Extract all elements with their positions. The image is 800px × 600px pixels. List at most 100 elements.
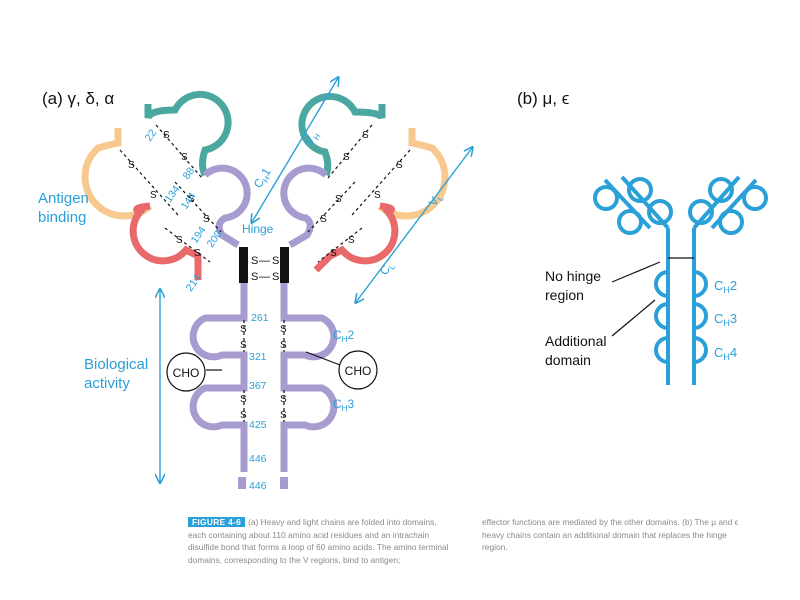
b-ch2-main: C — [714, 278, 723, 293]
additional-line2: domain — [545, 352, 591, 368]
s-label: S — [128, 160, 135, 171]
hinge-s-left: S — [251, 271, 258, 283]
panel-a-title: (a) γ, δ, α — [42, 89, 114, 108]
residue-321: 321 — [249, 351, 267, 363]
residue-88: 88 — [181, 165, 198, 182]
additional-line1: Additional — [545, 333, 607, 349]
mu-epsilon-antibody — [593, 175, 768, 385]
b-ch2-num: 2 — [730, 278, 737, 293]
s-label: S — [330, 248, 337, 259]
residue-144: 144 — [179, 190, 199, 211]
cho-right: CHO — [305, 350, 378, 390]
s-label: S — [203, 214, 210, 225]
s-label: S — [150, 190, 157, 201]
hinge-dash: — — [259, 271, 270, 283]
s-label: S — [194, 248, 201, 259]
b-ch4-loop-left — [654, 336, 669, 364]
additional-domain-callout — [611, 299, 656, 337]
s-label: S — [362, 130, 369, 141]
antigen-binding-label: Antigen binding — [38, 190, 93, 226]
hinge-s-right: S — [272, 271, 279, 283]
left-hinge-segment — [239, 247, 248, 283]
arrow-vl-cl — [356, 148, 472, 302]
residue-numbers: 22 88 134 144 194 200 214 261 321 367 42… — [143, 127, 269, 492]
b-ch2-sub: H — [723, 285, 730, 295]
ch3-label-main: C — [333, 397, 342, 411]
residue-425: 425 — [249, 419, 267, 431]
figure-caption-right: effector functions are mediated by the o… — [482, 516, 754, 554]
no-hinge-label: No hinge region — [545, 268, 605, 303]
s-label: S — [240, 324, 247, 335]
antigen-label-line1: Antigen — [38, 190, 89, 207]
b-arm-loop — [627, 177, 653, 203]
b-ch3-sub: H — [723, 318, 730, 328]
left-cl-domain — [129, 202, 202, 280]
s-label: S — [280, 394, 287, 405]
left-heavy-chain — [144, 90, 251, 472]
residue-22: 22 — [143, 127, 160, 144]
ch2-label: CH2 — [333, 328, 354, 344]
s-label: S — [181, 152, 188, 163]
cho-left-label: CHO — [173, 366, 200, 380]
additional-domain-label: Additional domain — [545, 333, 610, 368]
right-ch2-ch3-stem — [280, 283, 338, 472]
b-arm-loop — [593, 185, 619, 211]
left-vh-domain — [144, 90, 232, 177]
ch2-label-num: 2 — [347, 328, 354, 342]
b-callouts — [611, 261, 661, 337]
ch2-label-sub: H — [342, 335, 348, 344]
b-ch3-loop-right — [693, 302, 708, 330]
cho-left: CHO — [166, 352, 222, 392]
s-label: S — [163, 130, 170, 141]
cho-right-label: CHO — [345, 364, 372, 378]
b-ch4-main: C — [714, 345, 723, 360]
s-label: S — [240, 394, 247, 405]
b-arm-loop — [708, 177, 734, 203]
right-cl-domain — [313, 202, 399, 273]
s-label: S — [240, 340, 247, 351]
ch1-label-num: 1 — [258, 165, 274, 178]
hinge-s-right: S — [272, 255, 279, 267]
b-ch4-num: 4 — [730, 345, 737, 360]
left-vl-disulfide — [119, 149, 179, 216]
s-label: S — [374, 190, 381, 201]
s-label: S — [280, 324, 287, 335]
right-ch1-disulfide — [307, 181, 356, 233]
bio-label-line1: Biological — [84, 356, 148, 373]
s-label: S — [396, 160, 403, 171]
residue-261: 261 — [251, 312, 269, 324]
no-hinge-callout — [611, 261, 661, 283]
panel-b-title: (b) μ, ϵ — [517, 89, 569, 108]
b-ch4-loop-right — [693, 336, 708, 364]
b-ch2-loop-right — [693, 270, 708, 298]
ch3-label-sub: H — [342, 404, 348, 413]
bio-label-line2: activity — [84, 375, 130, 392]
biological-activity-label: Biological activity — [84, 356, 152, 392]
b-ch4-label: CH4 — [714, 345, 737, 362]
b-ch2-loop-left — [654, 270, 669, 298]
left-ch2-ch3-stem — [189, 283, 248, 472]
left-heavy-tail — [238, 477, 246, 489]
right-heavy-chain — [280, 92, 386, 472]
hinge-disulfides: S — S S — S — [251, 255, 279, 283]
s-label: S — [320, 214, 327, 225]
caption-left-text: (a) Heavy and light chains are folded in… — [188, 517, 449, 565]
figure-label: FIGURE 4-6 — [188, 517, 246, 527]
s-label: S — [343, 152, 350, 163]
b-arm-loop — [688, 199, 714, 225]
b-ch3-num: 3 — [730, 311, 737, 326]
ch3-label-num: 3 — [347, 397, 354, 411]
region-arrows — [160, 78, 472, 482]
hinge-s-left: S — [251, 255, 258, 267]
right-hinge-segment — [280, 247, 289, 283]
right-ch1-domain — [280, 164, 329, 249]
antigen-label-line2: binding — [38, 209, 86, 226]
arrow-vh-ch1 — [252, 78, 338, 222]
ch3-label: CH3 — [333, 397, 354, 413]
b-arm-loop — [617, 209, 643, 235]
b-ch4-sub: H — [723, 352, 730, 362]
s-label: S — [280, 340, 287, 351]
left-light-chain — [81, 128, 202, 280]
hinge-dash: — — [259, 255, 270, 267]
b-domain-labels: CH2 CH3 CH4 — [714, 278, 737, 362]
